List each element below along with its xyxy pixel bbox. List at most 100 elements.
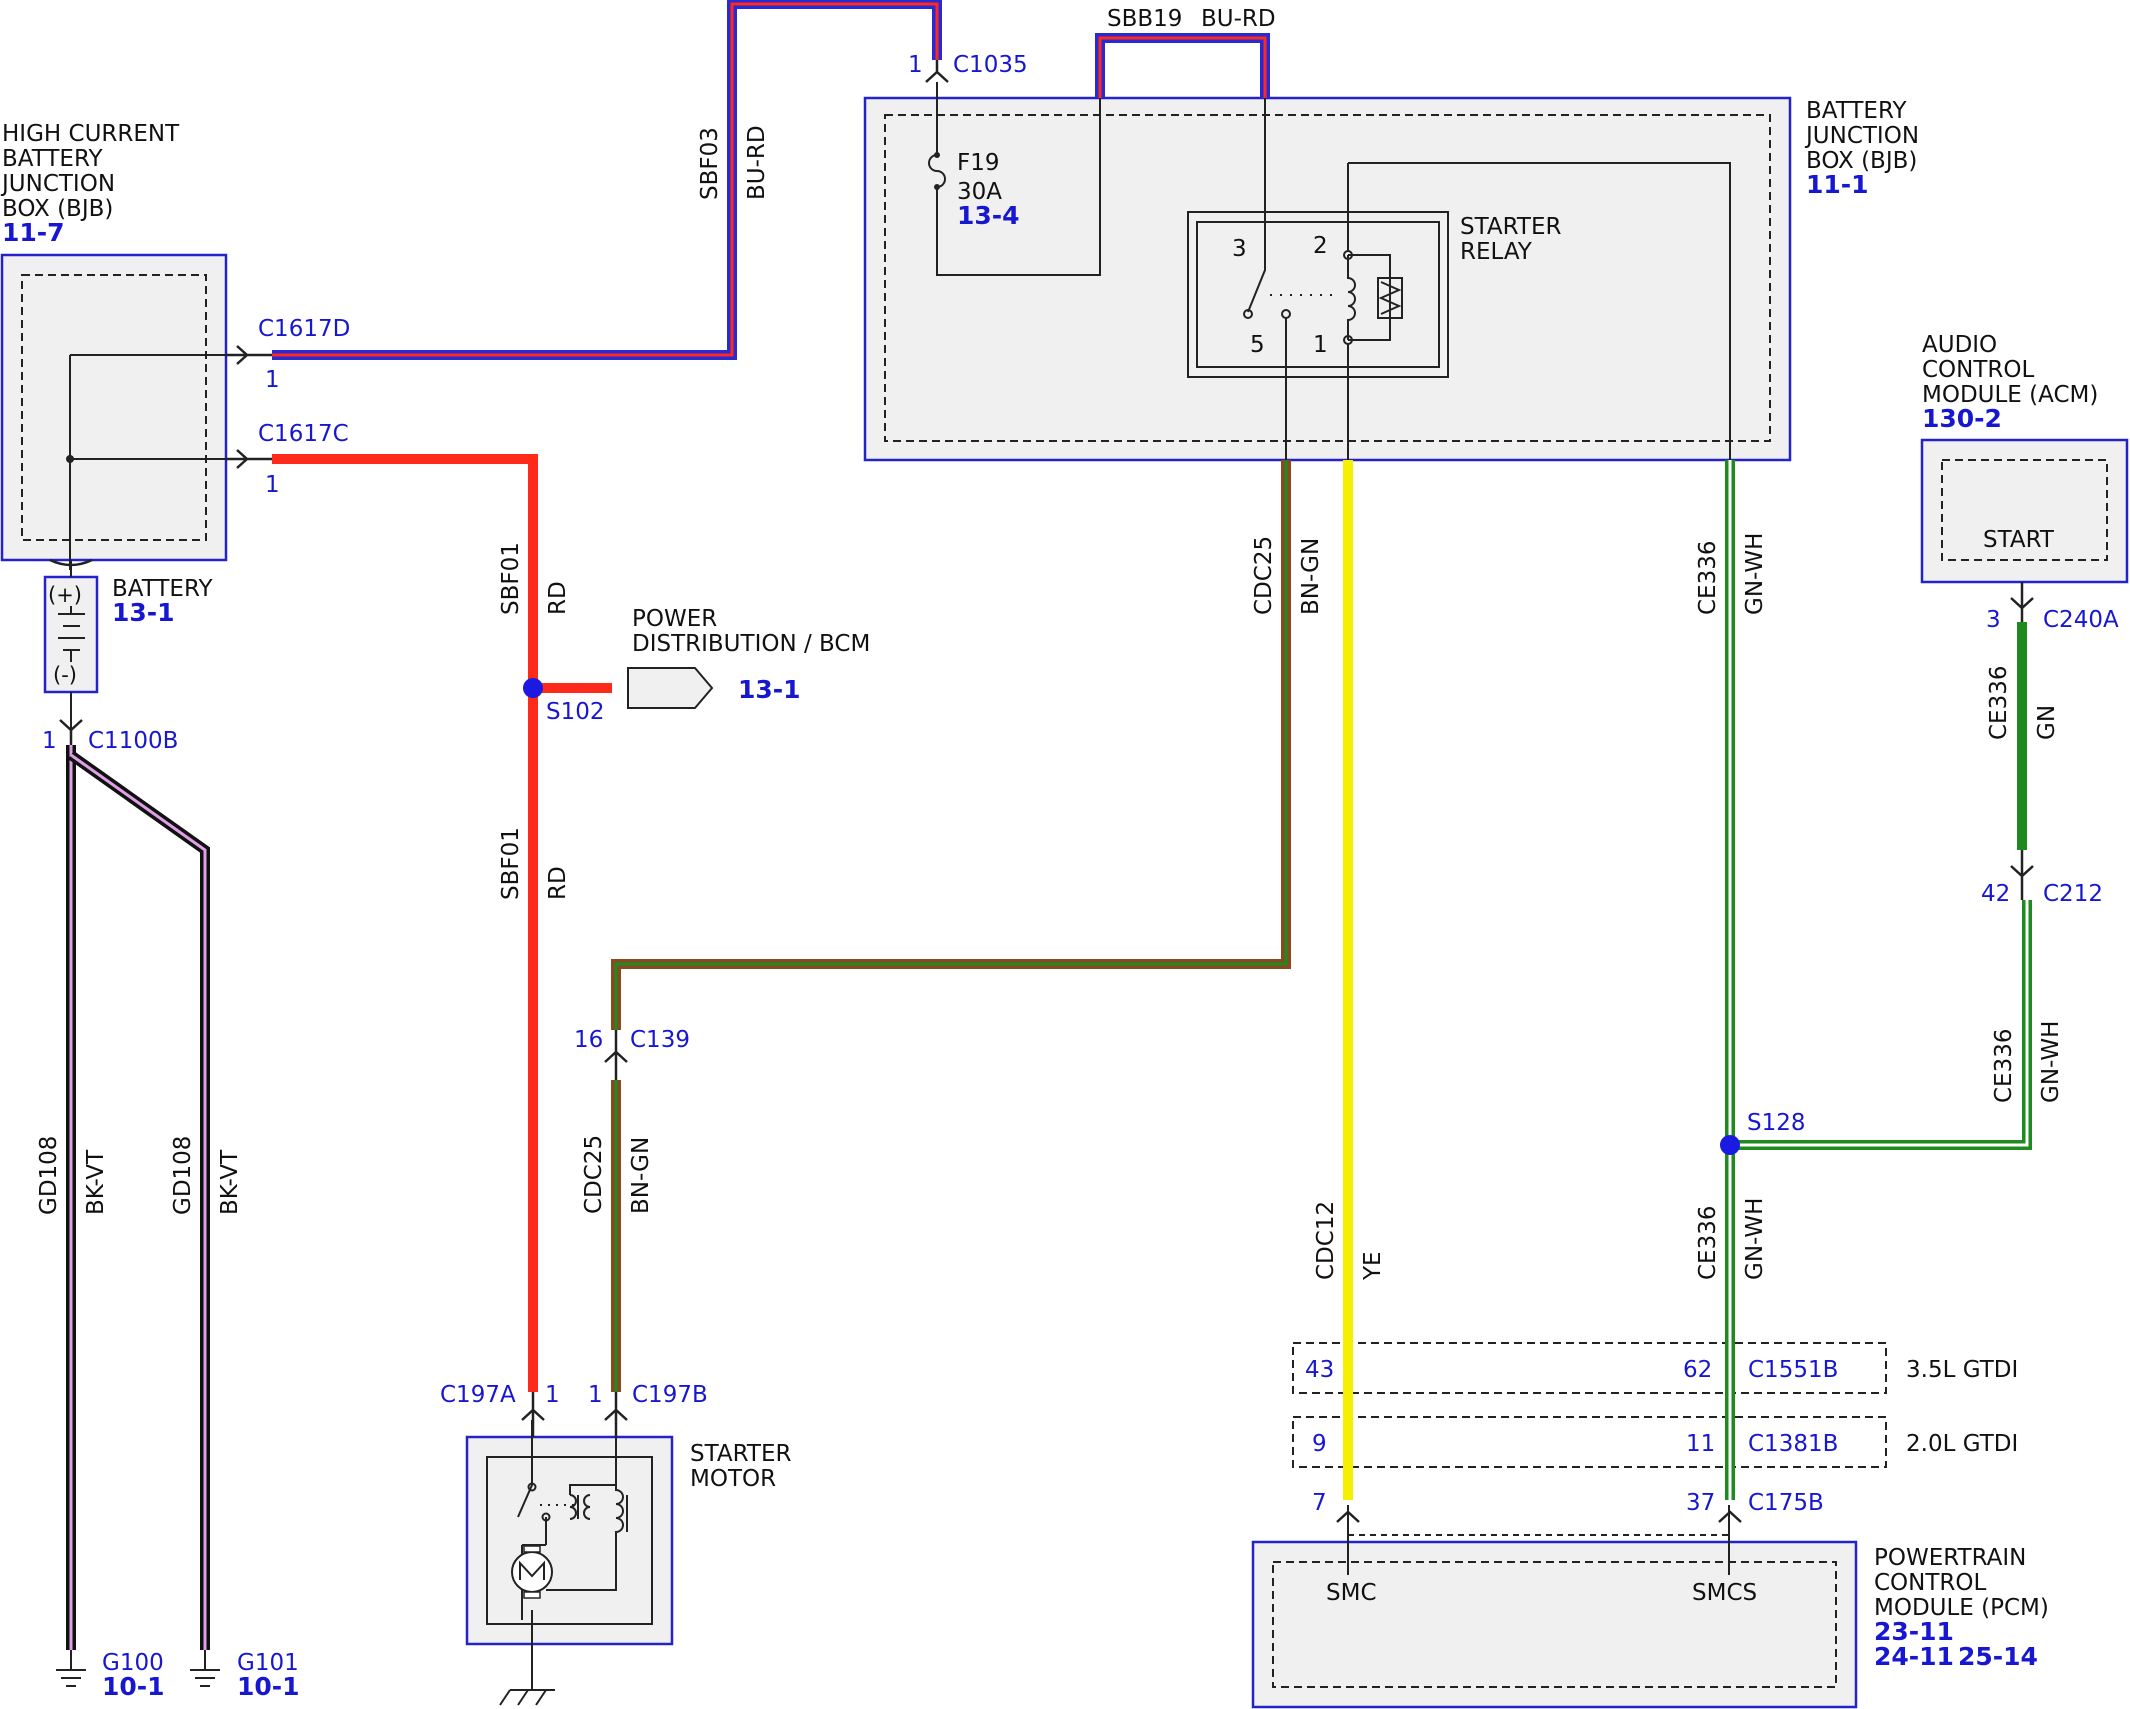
relay-pin-5: 5 bbox=[1250, 332, 1265, 358]
ground-g101: G101 10-1 bbox=[190, 1650, 300, 1701]
starter-motor: STARTER MOTOR bbox=[465, 1420, 791, 1706]
c197b-pin: 1 bbox=[588, 1382, 603, 1408]
acm-name-2: CONTROL bbox=[1922, 357, 2035, 383]
cdc25-upper-color: BN-GN bbox=[1298, 538, 1324, 615]
sbf01-upper-color: RD bbox=[545, 581, 571, 615]
c1617d-name: C1617D bbox=[258, 316, 350, 342]
connector-c175b: 7 37 C175B bbox=[1312, 1490, 1824, 1536]
ce336-upper-color: GN-WH bbox=[1742, 533, 1768, 615]
c1381b-engine: 2.0L GTDI bbox=[1906, 1431, 2018, 1457]
battery: (+) (-) BATTERY 13-1 bbox=[43, 558, 213, 730]
audio-control-module: AUDIO CONTROL MODULE (ACM) 130-2 START bbox=[1920, 332, 2129, 584]
battery-positive: (+) bbox=[48, 583, 82, 607]
s102-name: S102 bbox=[546, 699, 605, 725]
pcm-pin-smcs: SMCS bbox=[1692, 1580, 1757, 1606]
c175b-pin-left: 7 bbox=[1312, 1490, 1327, 1516]
c1551b-pin-left: 43 bbox=[1305, 1357, 1334, 1383]
c1381b-name: C1381B bbox=[1748, 1431, 1838, 1457]
hcbjb-name-4: BOX (BJB) bbox=[2, 196, 113, 222]
fuse-f19: F19 30A 13-4 bbox=[928, 82, 1101, 276]
pcm-name-2: CONTROL bbox=[1874, 1570, 1987, 1596]
sbb19-color: BU-RD bbox=[1201, 6, 1276, 32]
sbf03-color: BU-RD bbox=[744, 125, 770, 200]
connector-c139: 16 C139 bbox=[574, 1027, 690, 1080]
gd108-left-color: BK-VT bbox=[83, 1149, 109, 1215]
c175b-name: C175B bbox=[1748, 1490, 1824, 1516]
wire-gd108-right: GD108 BK-VT bbox=[68, 750, 243, 1650]
pcm-name-3: MODULE (PCM) bbox=[1874, 1595, 2049, 1621]
relay-pin-3: 3 bbox=[1232, 236, 1247, 262]
ce336-acm-circuit: CE336 bbox=[1986, 666, 2012, 741]
c197a-pin: 1 bbox=[545, 1382, 560, 1408]
c197b-name: C197B bbox=[632, 1382, 708, 1408]
c197a-name: C197A bbox=[440, 1382, 516, 1408]
relay-pin-2: 2 bbox=[1313, 233, 1328, 259]
pdist-name-1: POWER bbox=[632, 606, 717, 632]
g100-name: G100 bbox=[102, 1650, 164, 1676]
c1551b-pin-right: 62 bbox=[1683, 1357, 1712, 1383]
starter-name-1: STARTER bbox=[690, 1441, 791, 1467]
pcm-ref-2: 24-11 bbox=[1874, 1642, 1954, 1671]
c1035-name: C1035 bbox=[953, 52, 1028, 78]
pcm-name-1: POWERTRAIN bbox=[1874, 1545, 2026, 1571]
c1381b-pin-right: 11 bbox=[1686, 1431, 1715, 1457]
cdc25-lower-circuit: CDC25 bbox=[581, 1135, 607, 1214]
hcbjb-ref: 11-7 bbox=[2, 218, 65, 247]
fuse-rating: 30A bbox=[957, 179, 1002, 205]
connector-c1617d: C1617D 1 bbox=[226, 316, 350, 393]
c175b-pin-right: 37 bbox=[1686, 1490, 1715, 1516]
powertrain-control-module: POWERTRAIN CONTROL MODULE (PCM) 23-11 24… bbox=[1251, 1505, 2049, 1709]
sbb19-circuit: SBB19 bbox=[1107, 6, 1182, 32]
connector-c1035: 1 C1035 bbox=[908, 52, 1028, 83]
c212-name: C212 bbox=[2043, 881, 2103, 907]
pcm-pin-smc: SMC bbox=[1326, 1580, 1377, 1606]
starter-name-2: MOTOR bbox=[690, 1466, 776, 1492]
relay-name-2: RELAY bbox=[1460, 239, 1533, 265]
wire-sbb19: SBB19 BU-RD bbox=[1095, 6, 1276, 98]
pcm-ref-3: 25-14 bbox=[1958, 1642, 2038, 1671]
battery-negative: (-) bbox=[53, 663, 77, 687]
bjb-ref: 11-1 bbox=[1806, 170, 1869, 199]
pcm-ref-1: 23-11 bbox=[1874, 1617, 1954, 1646]
c1551b-engine: 3.5L GTDI bbox=[1906, 1357, 2018, 1383]
gd108-right-color: BK-VT bbox=[217, 1149, 243, 1215]
hcbjb-name-3: JUNCTION bbox=[0, 171, 115, 197]
gd108-left-circuit: GD108 bbox=[36, 1136, 62, 1215]
acm-ref: 130-2 bbox=[1922, 404, 2002, 433]
hcbjb-name-1: HIGH CURRENT bbox=[2, 121, 180, 147]
c1381b-pin-left: 9 bbox=[1312, 1431, 1327, 1457]
sbf01-lower-color: RD bbox=[545, 866, 571, 900]
wire-cdc25: CDC25 BN-GN CDC25 BN-GN bbox=[581, 460, 1324, 1392]
wire-cdc12: CDC12 YE bbox=[1313, 460, 1386, 1500]
ce336-upper-circuit: CE336 bbox=[1695, 541, 1721, 616]
high-current-bjb: HIGH CURRENT BATTERY JUNCTION BOX (BJB) … bbox=[0, 121, 245, 570]
connector-c1381b: 9 11 C1381B 2.0L GTDI bbox=[1292, 1416, 2018, 1468]
connector-c1551b: 43 62 C1551B 3.5L GTDI bbox=[1292, 1342, 2018, 1394]
acm-name-1: AUDIO bbox=[1922, 332, 1997, 358]
connector-c1617c: C1617C 1 bbox=[226, 421, 349, 498]
pdist-ref: 13-1 bbox=[738, 675, 801, 704]
ce336-splice-color: GN-WH bbox=[2038, 1021, 2064, 1103]
g100-ref: 10-1 bbox=[102, 1672, 165, 1701]
c212-pin: 42 bbox=[1981, 881, 2010, 907]
g101-name: G101 bbox=[237, 1650, 299, 1676]
fuse-ref: 13-4 bbox=[957, 201, 1020, 230]
gd108-right-circuit: GD108 bbox=[170, 1136, 196, 1215]
c1617c-name: C1617C bbox=[258, 421, 349, 447]
cdc12-circuit: CDC12 bbox=[1313, 1201, 1339, 1280]
hcbjb-name-2: BATTERY bbox=[2, 146, 103, 172]
sbf01-lower-circuit: SBF01 bbox=[498, 827, 524, 900]
power-distribution-bcm: POWER DISTRIBUTION / BCM 13-1 bbox=[627, 606, 870, 709]
acm-name-3: MODULE (ACM) bbox=[1922, 382, 2098, 408]
c139-name: C139 bbox=[630, 1027, 690, 1053]
cdc12-color: YE bbox=[1360, 1251, 1386, 1281]
sbf03-circuit: SBF03 bbox=[697, 127, 723, 200]
c1617d-pin: 1 bbox=[265, 367, 280, 393]
pdist-name-2: DISTRIBUTION / BCM bbox=[632, 631, 870, 657]
connector-c1100b: 1 C1100B bbox=[42, 719, 178, 754]
c1617c-pin: 1 bbox=[265, 472, 280, 498]
c1551b-name: C1551B bbox=[1748, 1357, 1838, 1383]
connector-c197a: C197A 1 bbox=[440, 1382, 560, 1437]
c1100b-pin: 1 bbox=[42, 728, 57, 754]
